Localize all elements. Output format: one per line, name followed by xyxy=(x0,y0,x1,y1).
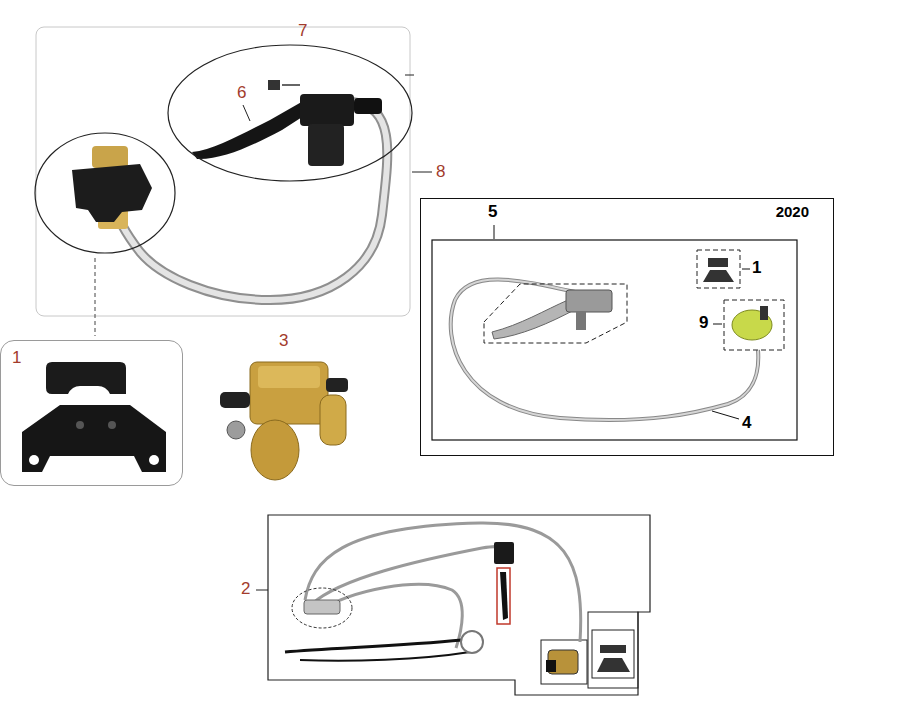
leader-line xyxy=(256,590,268,591)
reservoir xyxy=(308,124,344,166)
callout-number: 3 xyxy=(279,332,288,351)
brake-hose xyxy=(318,584,462,648)
brake-pad xyxy=(46,362,126,394)
leader-line xyxy=(405,75,414,76)
bleed-screw xyxy=(227,421,245,439)
pad-rivet xyxy=(76,421,84,429)
callout-number: 4 xyxy=(742,414,751,433)
part-panel: 1 xyxy=(0,340,183,486)
brake-pad xyxy=(708,258,728,267)
pad-backing-plate xyxy=(22,405,166,472)
master-cylinder xyxy=(566,290,612,312)
brake-hose xyxy=(451,279,759,420)
leader-line xyxy=(713,324,722,325)
caliper-body xyxy=(250,362,328,424)
brake-splitter xyxy=(304,600,340,614)
callout-number: 2 xyxy=(241,580,250,599)
brake-pad xyxy=(600,645,626,653)
caliper-pin xyxy=(220,392,250,408)
reservoir xyxy=(461,631,483,653)
callout-number: 8 xyxy=(436,163,445,182)
master-cylinder xyxy=(494,542,514,564)
brake-hose xyxy=(305,523,581,642)
callout-number: 7 xyxy=(298,22,307,41)
callout-number: 9 xyxy=(699,314,708,333)
brake-hose xyxy=(451,279,759,420)
caliper-cylinder xyxy=(320,395,346,445)
caliper-cylinder xyxy=(251,420,299,480)
pad-backing-plate xyxy=(597,658,630,672)
dashed-box xyxy=(697,250,740,288)
caliper-bracket xyxy=(72,164,152,222)
dashed-leader xyxy=(95,258,96,336)
lever-highlight xyxy=(497,568,510,624)
panel-heading: 2020 xyxy=(429,203,809,220)
brake-lever xyxy=(492,300,576,339)
screw-icon xyxy=(268,80,280,90)
callout-number: 5 xyxy=(488,203,497,222)
dashed-box xyxy=(724,300,784,350)
inner-frame xyxy=(592,630,634,678)
pad-rivet xyxy=(108,421,116,429)
screw-icon xyxy=(282,84,300,86)
clamp xyxy=(354,98,382,114)
caliper-body xyxy=(258,366,320,388)
inner-frame xyxy=(432,240,797,440)
caliper-fitting xyxy=(92,146,128,168)
brake-lever xyxy=(500,572,508,620)
leader-line xyxy=(712,411,739,419)
callout-number: 1 xyxy=(12,348,174,368)
pad-hole xyxy=(149,455,159,465)
callout-number: 1 xyxy=(752,259,761,278)
callout-ellipse xyxy=(168,45,412,181)
brake-lever xyxy=(192,100,313,159)
dashed-box xyxy=(484,284,627,343)
brake-wire xyxy=(300,652,470,661)
kit-frame xyxy=(268,515,650,695)
inner-frame xyxy=(541,640,587,684)
pad-hole xyxy=(29,455,39,465)
leader-line xyxy=(412,172,432,173)
leader-line xyxy=(494,225,495,239)
part-panel: 2020 xyxy=(420,198,834,456)
banjo-bolt xyxy=(760,306,768,320)
master-cylinder xyxy=(300,94,354,126)
brake-hose xyxy=(312,547,500,605)
callout-ellipse xyxy=(35,133,175,253)
inner-frame xyxy=(588,612,638,688)
brake-wire xyxy=(285,640,462,652)
leader-line xyxy=(243,105,250,121)
master-cylinder xyxy=(576,312,586,330)
caliper-pin xyxy=(326,378,348,392)
callout-ellipse xyxy=(292,588,352,628)
callout-number: 6 xyxy=(237,84,246,103)
caliper-bracket xyxy=(546,660,556,672)
leader-line xyxy=(742,269,750,270)
pad-backing-plate xyxy=(703,270,734,282)
